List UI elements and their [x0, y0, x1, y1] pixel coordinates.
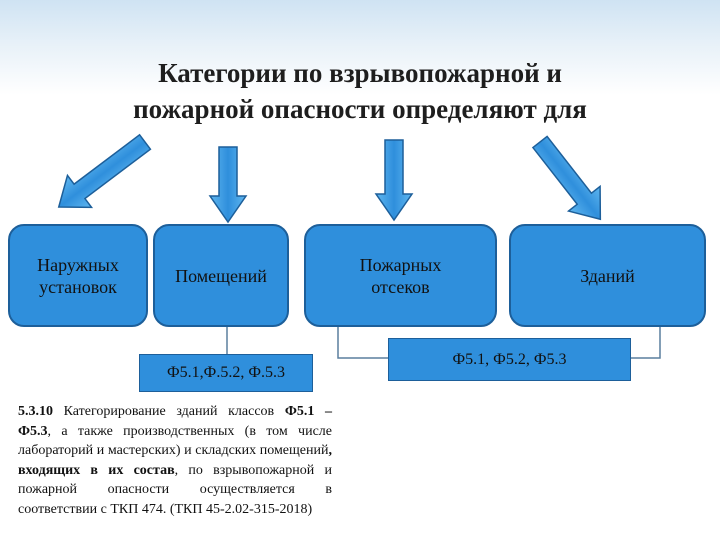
arrow-fire-sections [374, 139, 414, 222]
title-line-1: Категории по взрывопожарной и [158, 58, 562, 88]
category-buildings: Зданий [509, 224, 706, 327]
note-text: Категорирование зданий классов [53, 404, 285, 419]
connector-sections-buildings [337, 327, 388, 359]
category-label: установок [39, 276, 117, 297]
arrow-rooms [208, 146, 248, 224]
diagram-title: Категории по взрывопожарной и пожарной о… [40, 55, 680, 127]
sections-buildings-classes-box: Ф5.1, Ф5.2, Ф5.3 [388, 338, 631, 381]
note-class: Ф5.1 [284, 404, 315, 419]
category-label: Помещений [175, 265, 267, 286]
rooms-classes-box: Ф5.1,Ф.5.2, Ф.5.3 [139, 354, 313, 392]
note-clause: 5.3.10 [18, 404, 53, 419]
arrow-outdoor [57, 133, 152, 209]
category-fire-sections: Пожарных отсеков [304, 224, 497, 327]
title-line-2: пожарной опасности определяют для [133, 94, 587, 124]
category-outdoor-installations: Наружных установок [8, 224, 148, 327]
note-bold-phrase: , входящих в их состав [18, 443, 332, 478]
category-label: Зданий [580, 265, 635, 286]
note-text: , а также производственных (в том числе … [18, 423, 332, 459]
category-label: отсеков [371, 276, 430, 297]
note-dash: – [314, 404, 332, 419]
rooms-classes-label: Ф5.1,Ф.5.2, Ф.5.3 [167, 364, 285, 381]
regulation-note: 5.3.10 Категорирование зданий классов Ф5… [18, 402, 332, 520]
category-label: Пожарных [359, 254, 442, 275]
sections-buildings-classes-label: Ф5.1, Ф5.2, Ф5.3 [452, 350, 567, 368]
connector-buildings [631, 327, 661, 359]
note-class: Ф5.3 [18, 423, 48, 439]
note-text: , по взрывопожарной и пожарной опасности… [18, 462, 332, 517]
category-label: Наружных [37, 254, 119, 275]
note-reference: (ТКП 45-2.02-315-2018) [169, 501, 313, 517]
arrow-buildings [531, 135, 602, 221]
category-rooms: Помещений [153, 224, 289, 327]
